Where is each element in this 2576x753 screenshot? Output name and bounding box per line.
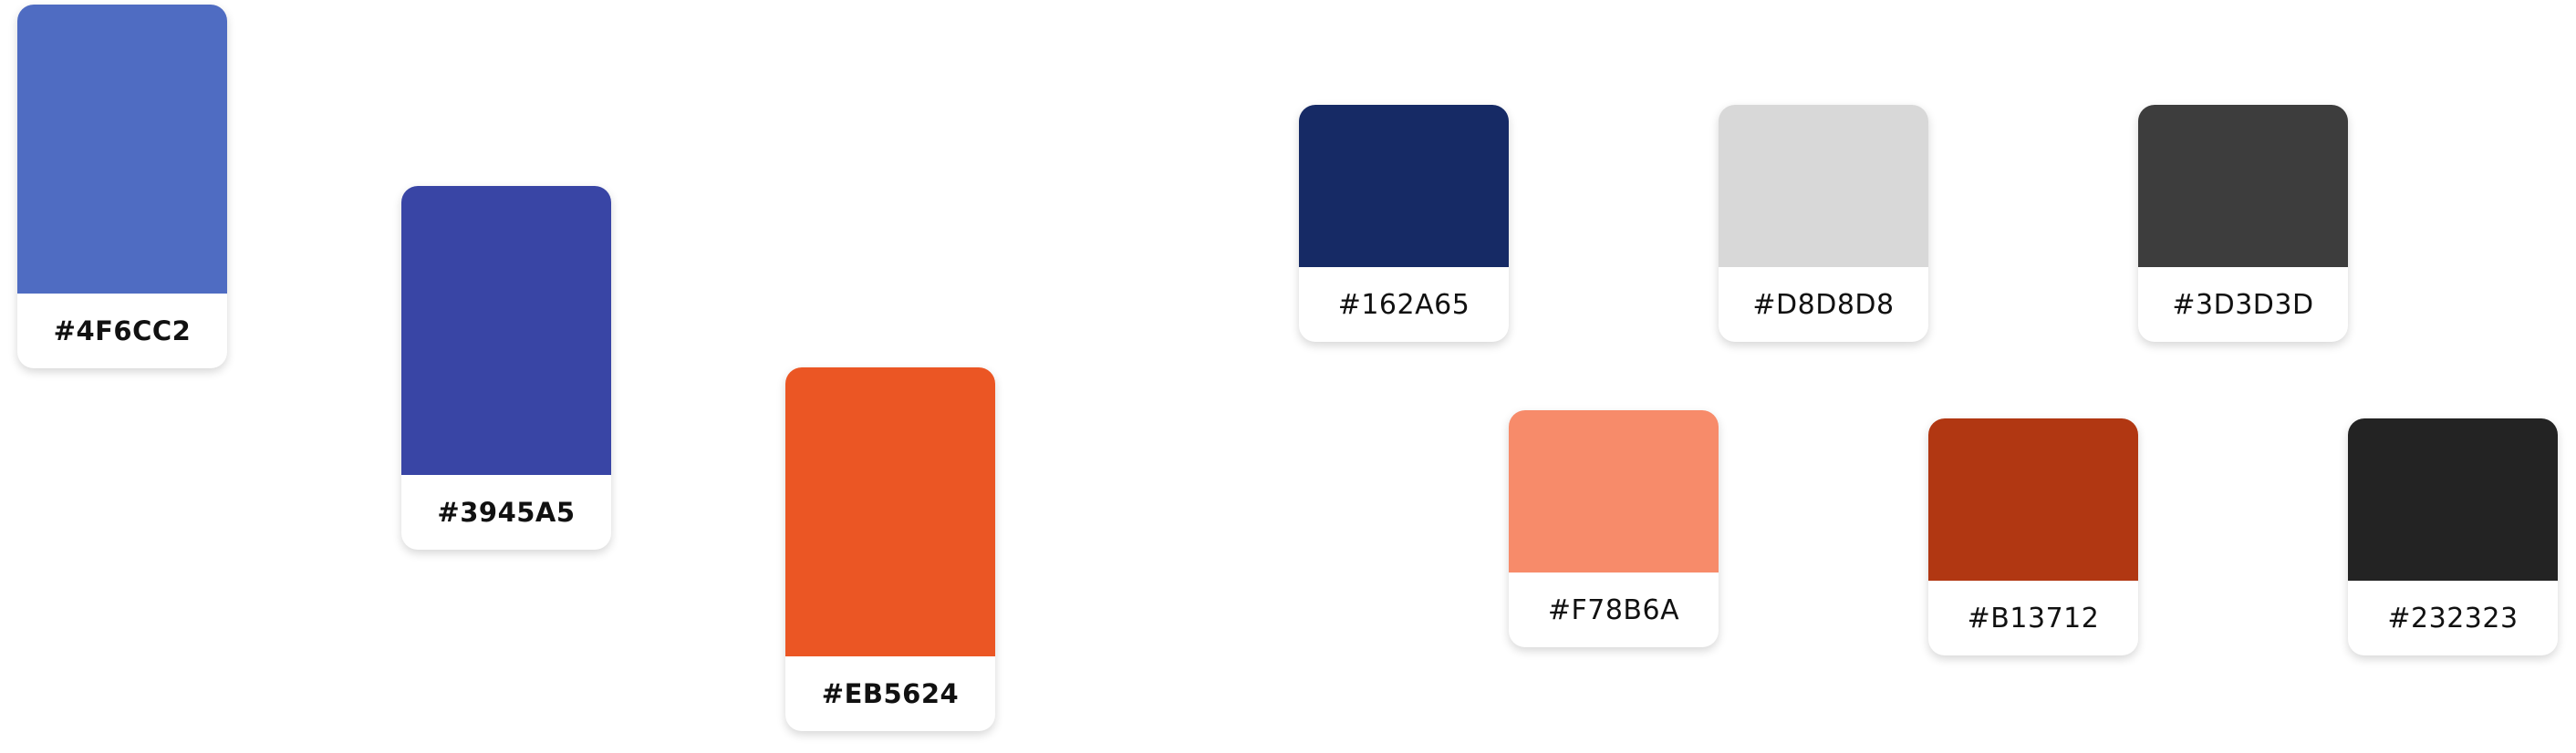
color-swatch (1719, 105, 1928, 267)
color-swatch (785, 367, 995, 656)
color-swatch (1299, 105, 1509, 267)
color-hex-label: #F78B6A (1547, 593, 1680, 626)
color-card-primary-2[interactable]: #3945A5 (401, 186, 611, 550)
color-hex-label: #3D3D3D (2172, 288, 2314, 321)
color-card-secondary-3[interactable]: #3D3D3D (2138, 105, 2348, 342)
color-hex-label: #232323 (2387, 602, 2519, 634)
color-swatch (1928, 418, 2138, 581)
color-card-secondary-5[interactable]: #B13712 (1928, 418, 2138, 655)
color-hex-label: #D8D8D8 (1752, 288, 1895, 321)
color-swatch (1509, 410, 1719, 572)
color-hex-label: #EB5624 (821, 678, 960, 709)
color-card-secondary-2[interactable]: #D8D8D8 (1719, 105, 1928, 342)
color-hex-label: #3945A5 (437, 497, 576, 528)
color-card-secondary-6[interactable]: #232323 (2348, 418, 2558, 655)
color-card-primary-3[interactable]: #EB5624 (785, 367, 995, 731)
color-card-secondary-4[interactable]: #F78B6A (1509, 410, 1719, 647)
color-swatch (17, 5, 227, 294)
color-swatch (2348, 418, 2558, 581)
color-card-secondary-1[interactable]: #162A65 (1299, 105, 1509, 342)
color-hex-label: #4F6CC2 (53, 315, 192, 346)
color-swatch (401, 186, 611, 475)
color-card-primary-1[interactable]: #4F6CC2 (17, 5, 227, 368)
color-hex-label: #162A65 (1337, 288, 1470, 321)
color-hex-label: #B13712 (1967, 602, 2100, 634)
color-swatch (2138, 105, 2348, 267)
